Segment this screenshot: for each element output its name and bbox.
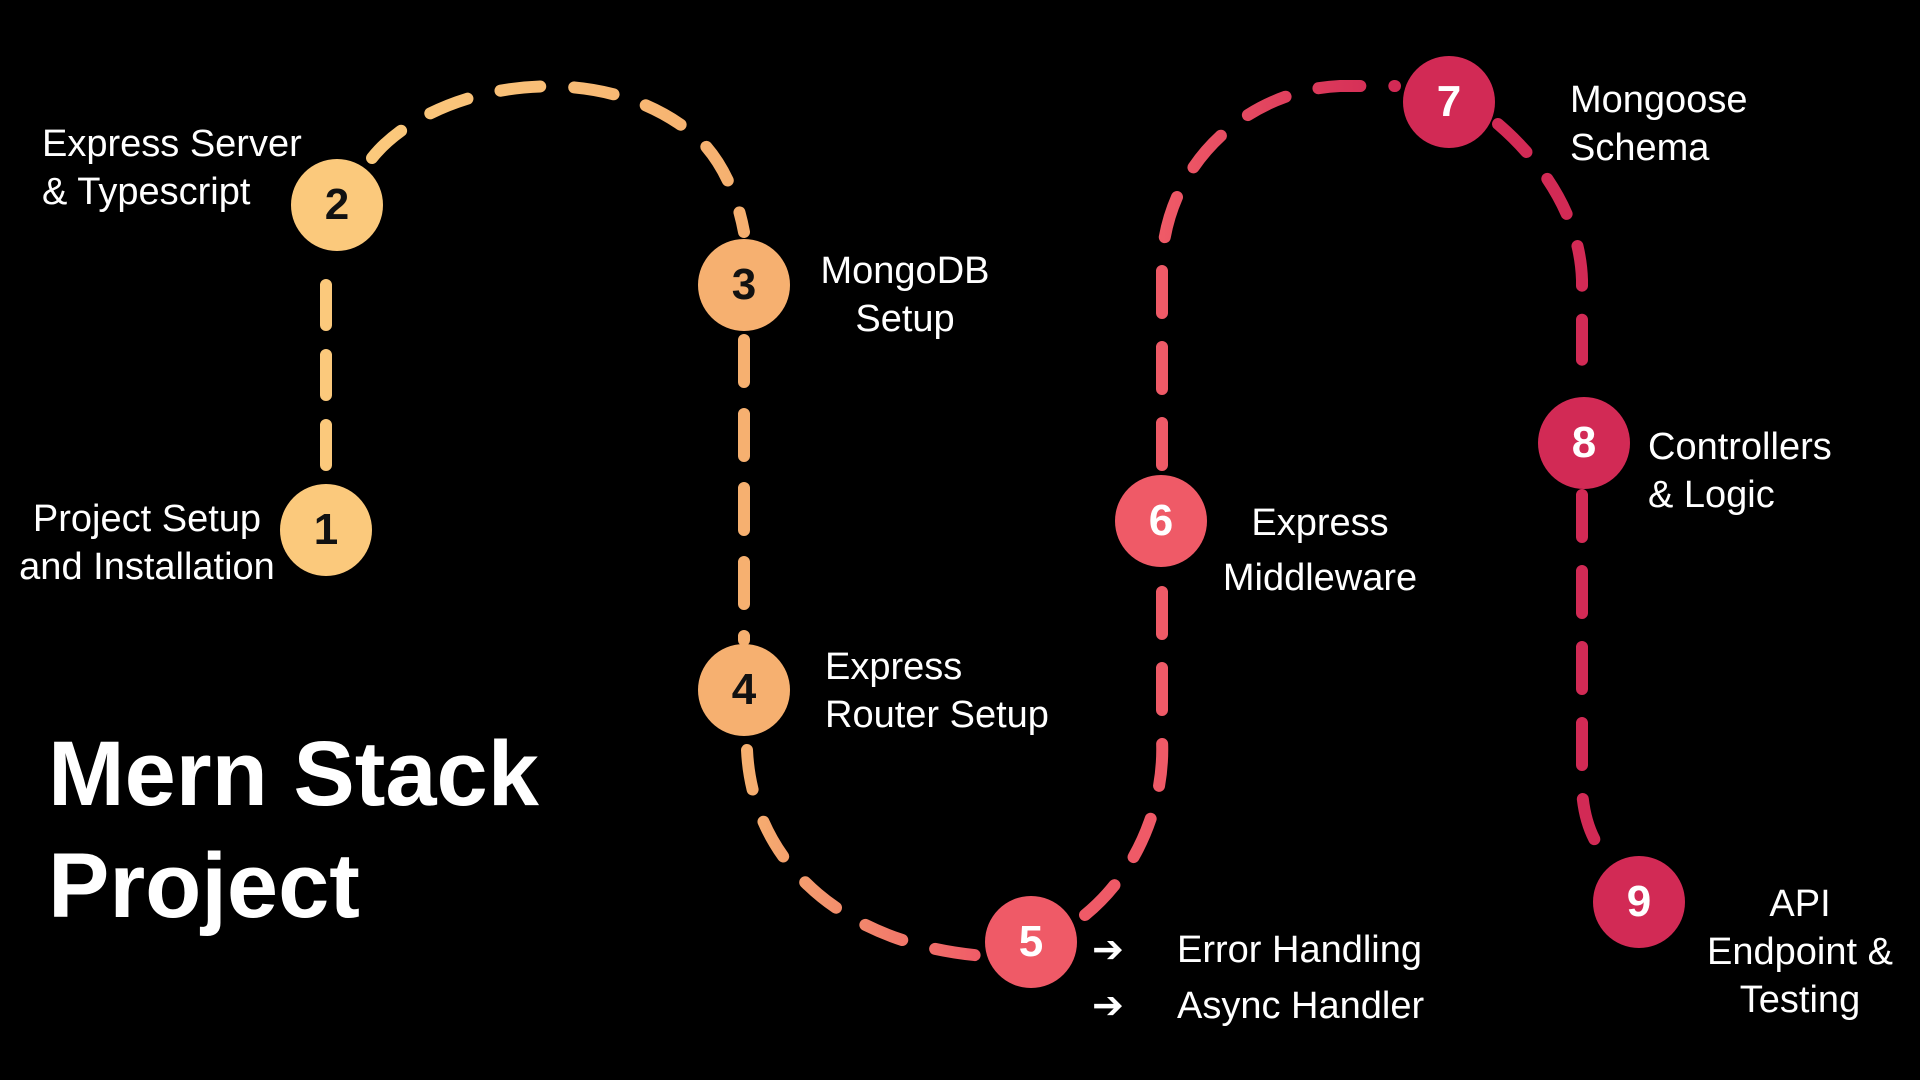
step-7-label: Mongoose Schema [1570,79,1748,169]
step-5-item-error-handling: Error Handling [1177,929,1422,971]
page-title: Mern Stack Project [48,723,539,937]
path-segment-5-6 [1079,570,1169,921]
step-6-node: 6 [1115,475,1207,567]
step-1-number: 1 [313,505,339,554]
step-5-item-async-handler: Async Handler [1177,985,1425,1027]
step-2-node: 2 [291,159,383,251]
path-segment-6-7 [1156,80,1401,471]
path-segment-7-8 [1492,118,1588,396]
step-8-node: 8 [1538,397,1630,489]
right-arrow-icon: ➔ [1092,985,1124,1027]
path-segment-8-9 [1576,489,1614,866]
step-7-number: 7 [1436,77,1462,126]
step-7-node: 7 [1403,56,1495,148]
step-6-number: 6 [1148,496,1174,545]
step-2-label: Express Server & Typescript [42,123,302,213]
step-5-number: 5 [1018,917,1044,966]
step-3-node: 3 [698,239,790,331]
step-8-number: 8 [1571,418,1597,467]
step-9-node: 9 [1593,856,1685,948]
step-3-label: MongoDB Setup [820,250,990,340]
step-2-number: 2 [324,180,350,229]
step-6-label: Express Middleware [1222,502,1418,599]
step-9-label: API Endpoint & Testing [1707,883,1893,1021]
right-arrow-icon: ➔ [1092,929,1124,971]
step-8-label: Controllers & Logic [1648,426,1832,516]
step-9-number: 9 [1626,877,1652,926]
step-1-label: Project Setup and Installation [19,498,275,588]
step-1-node: 1 [280,484,372,576]
step-4-label: Express Router Setup [825,646,1049,736]
path-segment-2-3 [366,80,750,238]
step-4-number: 4 [731,665,757,714]
step-3-number: 3 [731,260,757,309]
step-4-node: 4 [698,644,790,736]
path-segment-4-5 [741,744,991,962]
step-5-node: 5 [985,896,1077,988]
